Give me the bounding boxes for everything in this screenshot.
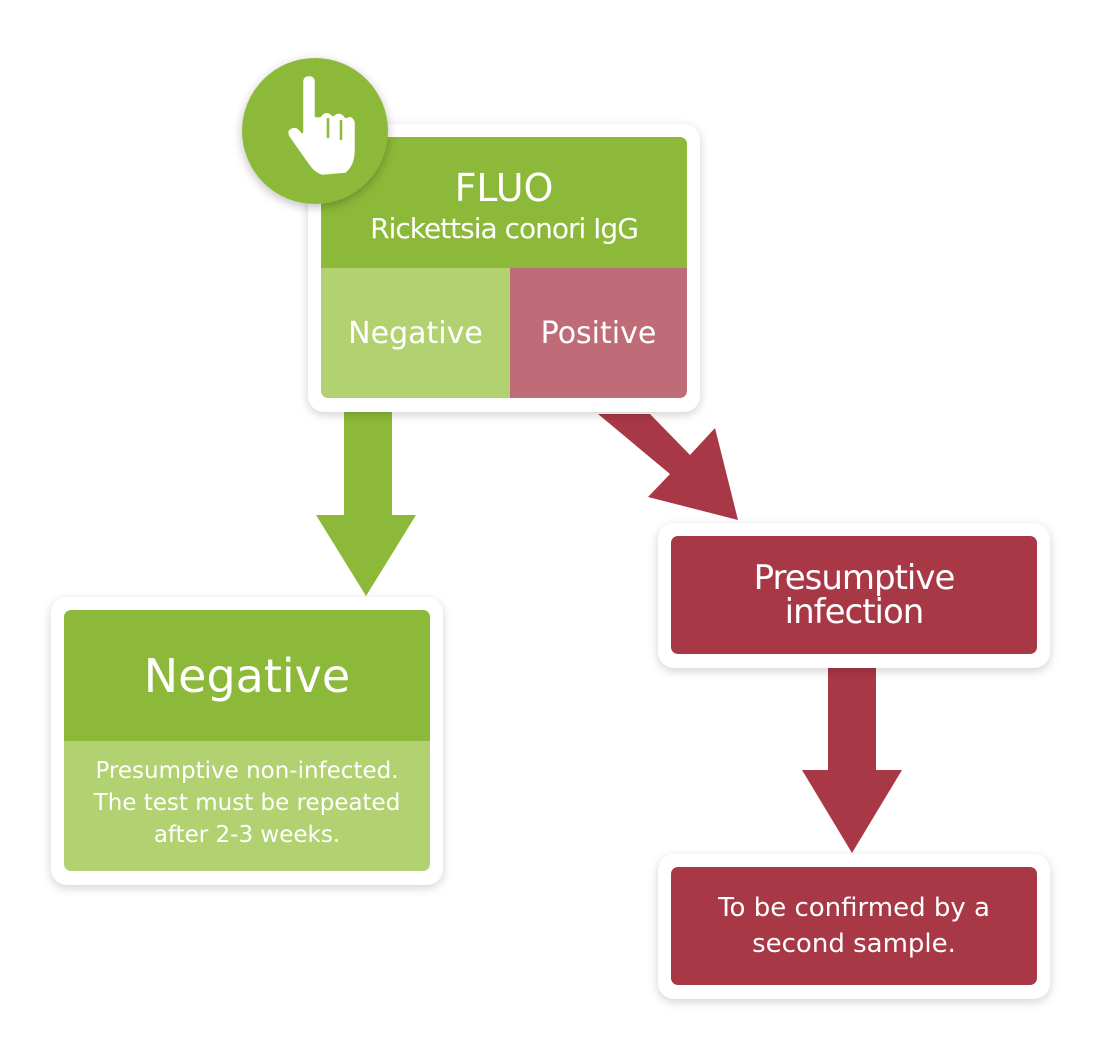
negative-result-title: Negative: [64, 610, 430, 741]
test-positive-cell: Positive: [510, 268, 687, 398]
test-card: FLUO Rickettsia conori IgG Negative Posi…: [308, 124, 700, 412]
negative-result-card: Negative Presumptive non-infected. The t…: [51, 597, 443, 885]
pointing-hand-icon: [285, 73, 358, 178]
confirmation-text: To be confirmed by a second sample.: [718, 893, 990, 959]
test-subtitle: Rickettsia conori IgG: [370, 211, 639, 245]
test-negative-cell: Negative: [321, 268, 510, 398]
arrow-to-presumptive-infection: [598, 414, 738, 520]
presumptive-infection-card: Presumptive infection: [658, 523, 1050, 668]
presumptive-infection-title: Presumptive infection: [753, 558, 956, 632]
arrow-to-confirmation: [802, 667, 902, 853]
test-title: FLUO: [454, 165, 554, 210]
confirmation-card: To be confirmed by a second sample.: [658, 854, 1050, 999]
negative-result-description: Presumptive non-infected. The test must …: [64, 741, 430, 871]
pointing-hand-badge: [242, 58, 388, 204]
arrow-to-negative: [316, 412, 416, 596]
